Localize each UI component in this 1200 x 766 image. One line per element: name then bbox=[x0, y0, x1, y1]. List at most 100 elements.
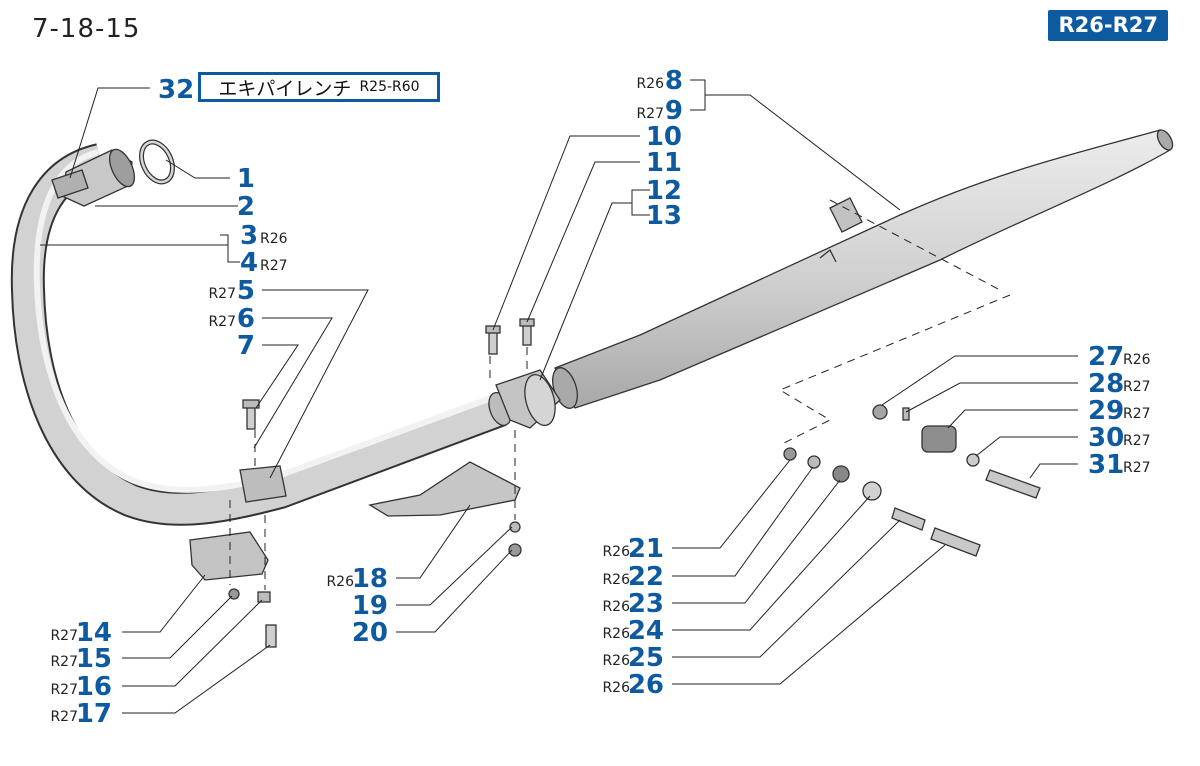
callout-number: 18 bbox=[352, 564, 388, 594]
callout-number: 12 bbox=[646, 176, 682, 206]
callout-number: 29 bbox=[1088, 396, 1124, 426]
callout-number: 27 bbox=[1088, 342, 1124, 372]
callout-19: 19 bbox=[352, 591, 388, 621]
callout-13: 13 bbox=[646, 201, 682, 231]
callout-model: R27 bbox=[50, 654, 78, 670]
callout-number: 3 bbox=[240, 221, 258, 251]
callout-number: 14 bbox=[76, 618, 112, 648]
callout-number: 8 bbox=[665, 66, 683, 96]
callout-12: 12 bbox=[646, 176, 682, 206]
callout-model: R27 bbox=[1123, 406, 1151, 422]
mounting-hardware bbox=[783, 404, 1041, 557]
exhaust-flange bbox=[51, 148, 136, 207]
callout-number: 24 bbox=[628, 616, 664, 646]
callout-model: R26 bbox=[326, 574, 354, 590]
callout-model: R27 bbox=[50, 709, 78, 725]
callout-model: R27 bbox=[260, 258, 288, 274]
callout-number: 23 bbox=[628, 589, 664, 619]
support-bracket bbox=[189, 531, 277, 648]
page-number: 7-18-15 bbox=[32, 14, 141, 44]
callout-model: R26 bbox=[260, 231, 288, 247]
sealing-ring bbox=[139, 139, 175, 185]
callout-2: 2 bbox=[237, 192, 255, 222]
callout-model: R26 bbox=[602, 653, 630, 669]
callout-number: 25 bbox=[628, 643, 664, 673]
callout-model: R27 bbox=[1123, 433, 1151, 449]
callout-number: 19 bbox=[352, 591, 388, 621]
callout-number: 16 bbox=[76, 672, 112, 702]
callout-number: 9 bbox=[665, 96, 683, 126]
callout-model: R27 bbox=[208, 286, 236, 302]
callout-10: 10 bbox=[646, 122, 682, 152]
callout-11: 11 bbox=[646, 148, 682, 178]
leader-lines bbox=[40, 79, 1078, 714]
tool-note-box: エキパイレンチ R25-R60 bbox=[198, 72, 440, 102]
callout-model: R26 bbox=[602, 572, 630, 588]
tool-model: R25-R60 bbox=[359, 79, 420, 95]
callout-1: 1 bbox=[237, 164, 255, 194]
callout-model: R26 bbox=[602, 544, 630, 560]
callout-model: R27 bbox=[1123, 460, 1151, 476]
callout-number: 5 bbox=[237, 276, 255, 306]
model-badge: R26-R27 bbox=[1048, 10, 1168, 41]
assembly-dashed-lines bbox=[229, 199, 1011, 590]
callout-number: 7 bbox=[237, 331, 255, 361]
callout-number: 17 bbox=[76, 699, 112, 729]
callout-model: R27 bbox=[50, 682, 78, 698]
callout-number: 10 bbox=[646, 122, 682, 152]
callout-number: 21 bbox=[628, 534, 664, 564]
callout-number: 13 bbox=[646, 201, 682, 231]
callout-number: 15 bbox=[76, 644, 112, 674]
callout-model: R26 bbox=[636, 76, 664, 92]
callout-model: R26 bbox=[602, 599, 630, 615]
tool-name: エキパイレンチ bbox=[218, 77, 352, 100]
callout-number: 31 bbox=[1088, 450, 1124, 480]
callout-20: 20 bbox=[352, 618, 388, 648]
callout-number: 4 bbox=[240, 248, 258, 278]
callout-model: R26 bbox=[1123, 352, 1151, 368]
muffler bbox=[552, 129, 1174, 409]
callout-number: 2 bbox=[237, 192, 255, 222]
callout-model: R27 bbox=[636, 106, 664, 122]
muffler-clamp bbox=[485, 318, 561, 429]
callout-number: 30 bbox=[1088, 423, 1124, 453]
callout-model: R27 bbox=[1123, 379, 1151, 395]
callout-number: 1 bbox=[237, 164, 255, 194]
callout-number-32: 32 bbox=[158, 75, 194, 105]
callout-model: R27 bbox=[50, 628, 78, 644]
pipe-clamp bbox=[239, 399, 287, 503]
callout-number: 20 bbox=[352, 618, 388, 648]
callout-model: R26 bbox=[602, 680, 630, 696]
callout-7: 7 bbox=[237, 331, 255, 361]
callout-model: R26 bbox=[602, 626, 630, 642]
callout-number: 22 bbox=[628, 562, 664, 592]
callout-number: 11 bbox=[646, 148, 682, 178]
callout-number: 6 bbox=[237, 304, 255, 334]
muffler-bracket bbox=[368, 461, 522, 557]
callout-model: R27 bbox=[208, 314, 236, 330]
callout-number: 28 bbox=[1088, 369, 1124, 399]
